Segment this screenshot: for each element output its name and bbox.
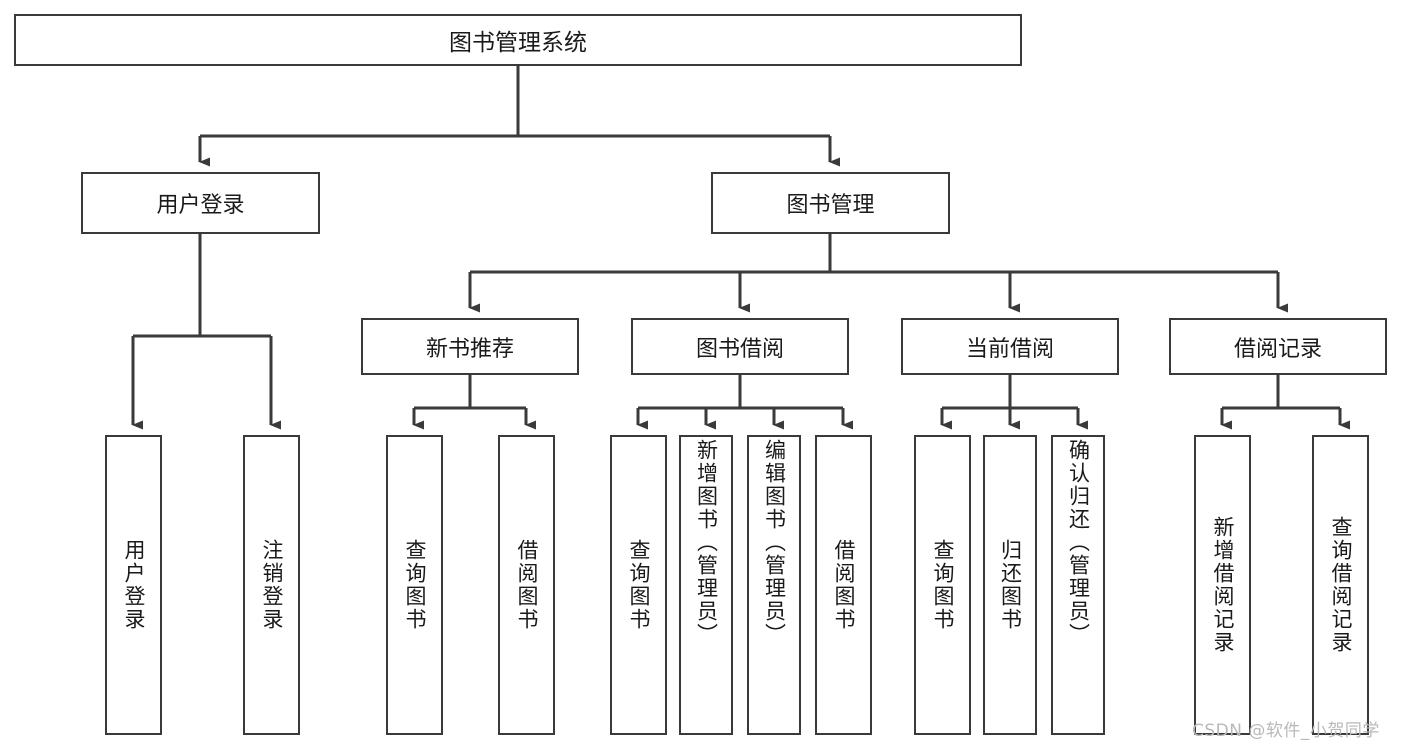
leaf-confirm-return-admin-label: 确认归还（管理员） [1066,439,1091,646]
leaf-query-book-current-label: 查询图书 [931,539,955,631]
node-root-system[interactable]: 图书管理系统 [14,14,1022,66]
leaf-logout[interactable]: 注销登录 [243,435,300,735]
leaf-query-book-current[interactable]: 查询图书 [914,435,971,735]
watermark: CSDN @软件_小贺同学 [1192,721,1380,741]
leaf-query-book-borrow-label: 查询图书 [627,539,651,631]
leaf-confirm-return-admin[interactable]: 确认归还（管理员） [1051,435,1105,735]
leaf-edit-book-admin-label: 编辑图书（管理员） [762,439,787,646]
node-book-borrow-label: 图书借阅 [695,336,784,362]
node-borrow-record-label: 借阅记录 [1233,336,1322,362]
leaf-borrow-book[interactable]: 借阅图书 [815,435,872,735]
leaf-add-book-admin[interactable]: 新增图书（管理员） [679,435,733,735]
node-borrow-record[interactable]: 借阅记录 [1169,318,1387,375]
leaf-add-book-admin-label: 新增图书（管理员） [694,439,719,646]
node-book-manage-label: 图书管理 [786,193,875,218]
leaf-return-book[interactable]: 归还图书 [983,435,1037,735]
leaf-edit-book-admin[interactable]: 编辑图书（管理员） [747,435,801,735]
leaf-add-borrow-record[interactable]: 新增借阅记录 [1194,435,1251,735]
leaf-query-borrow-record-label: 查询借阅记录 [1329,516,1353,654]
leaf-borrow-book-label: 借阅图书 [832,539,856,631]
leaf-query-book-recommend[interactable]: 查询图书 [386,435,443,735]
node-book-borrow[interactable]: 图书借阅 [631,318,849,375]
node-user-login[interactable]: 用户登录 [81,172,320,234]
leaf-return-book-label: 归还图书 [998,539,1023,631]
node-current-borrow-label: 当前借阅 [965,336,1054,362]
leaf-borrow-book-recommend-label: 借阅图书 [515,539,539,631]
node-user-login-label: 用户登录 [156,193,245,218]
leaf-user-login[interactable]: 用户登录 [105,435,162,735]
leaf-user-login-label: 用户登录 [122,539,146,631]
leaf-query-borrow-record[interactable]: 查询借阅记录 [1312,435,1369,735]
leaf-add-borrow-record-label: 新增借阅记录 [1211,516,1235,654]
node-current-borrow[interactable]: 当前借阅 [901,318,1119,375]
leaf-logout-label: 注销登录 [260,539,284,631]
node-book-manage[interactable]: 图书管理 [711,172,950,234]
leaf-borrow-book-recommend[interactable]: 借阅图书 [498,435,555,735]
node-root-system-label: 图书管理系统 [449,30,587,56]
leaf-query-book-recommend-label: 查询图书 [403,539,427,631]
leaf-query-book-borrow[interactable]: 查询图书 [610,435,667,735]
node-new-book-recommend-label: 新书推荐 [425,336,514,362]
node-new-book-recommend[interactable]: 新书推荐 [361,318,579,375]
